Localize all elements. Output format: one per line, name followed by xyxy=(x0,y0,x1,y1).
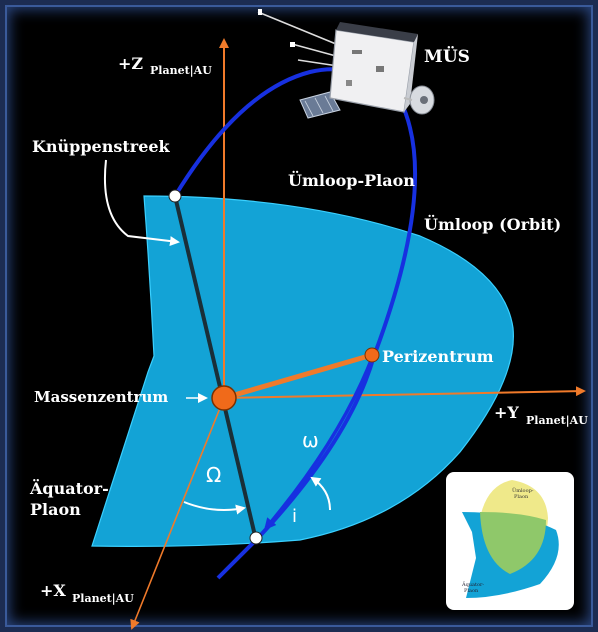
orbit-plane-label: Ümloop-Plaon xyxy=(288,170,415,190)
periapsis-vector xyxy=(223,352,373,401)
y-axis xyxy=(223,386,586,399)
node-line-label: Knüppenstreek xyxy=(32,137,171,156)
inset-equator-plane-line1: Äquator- xyxy=(461,581,484,588)
inclination-symbol: i xyxy=(292,506,297,527)
z-axis-subscript: Planet|AU xyxy=(150,64,212,77)
periapsis-label: Perizentrum xyxy=(382,347,494,366)
y-axis-label: +Y xyxy=(494,403,519,422)
node-line xyxy=(173,195,258,541)
satellite-icon xyxy=(257,9,435,119)
raan-symbol: Ω xyxy=(206,463,221,487)
argument-of-periapsis-symbol: ω xyxy=(302,428,319,452)
equator-plane-label-line1: Äquator- xyxy=(29,478,109,498)
orbit-path xyxy=(173,67,418,580)
node-line-callout xyxy=(103,159,180,247)
center-of-mass xyxy=(211,385,237,411)
inset-orbit-plane-line2: Plaon xyxy=(514,494,529,500)
ascending-node-point xyxy=(168,189,182,203)
periapsis-point xyxy=(364,347,380,363)
descending-node-point xyxy=(249,531,263,545)
center-of-mass-label: Massenzentrum xyxy=(34,388,168,406)
x-axis-label: +X xyxy=(40,581,66,600)
omega-arc xyxy=(264,357,374,531)
inset-overlap xyxy=(480,512,546,574)
y-axis-subscript: Planet|AU xyxy=(526,414,588,427)
x-axis xyxy=(130,397,225,630)
spacecraft-label: MÜS xyxy=(424,46,470,67)
orbit-label: Ümloop (Orbit) xyxy=(424,214,561,234)
inclination-arc xyxy=(310,476,331,511)
equator-plane-label-line2: Plaon xyxy=(30,500,81,519)
raan-arc xyxy=(183,501,246,515)
inset-equator-plane-line2: Plaon xyxy=(464,588,479,594)
inset-thumbnail: Ümloop- Plaon Äquator- Plaon xyxy=(446,472,574,610)
inset-orbit-plane-line1: Ümloop- xyxy=(512,487,534,494)
x-axis-subscript: Planet|AU xyxy=(72,592,134,605)
z-axis-label: +Z xyxy=(118,54,143,73)
